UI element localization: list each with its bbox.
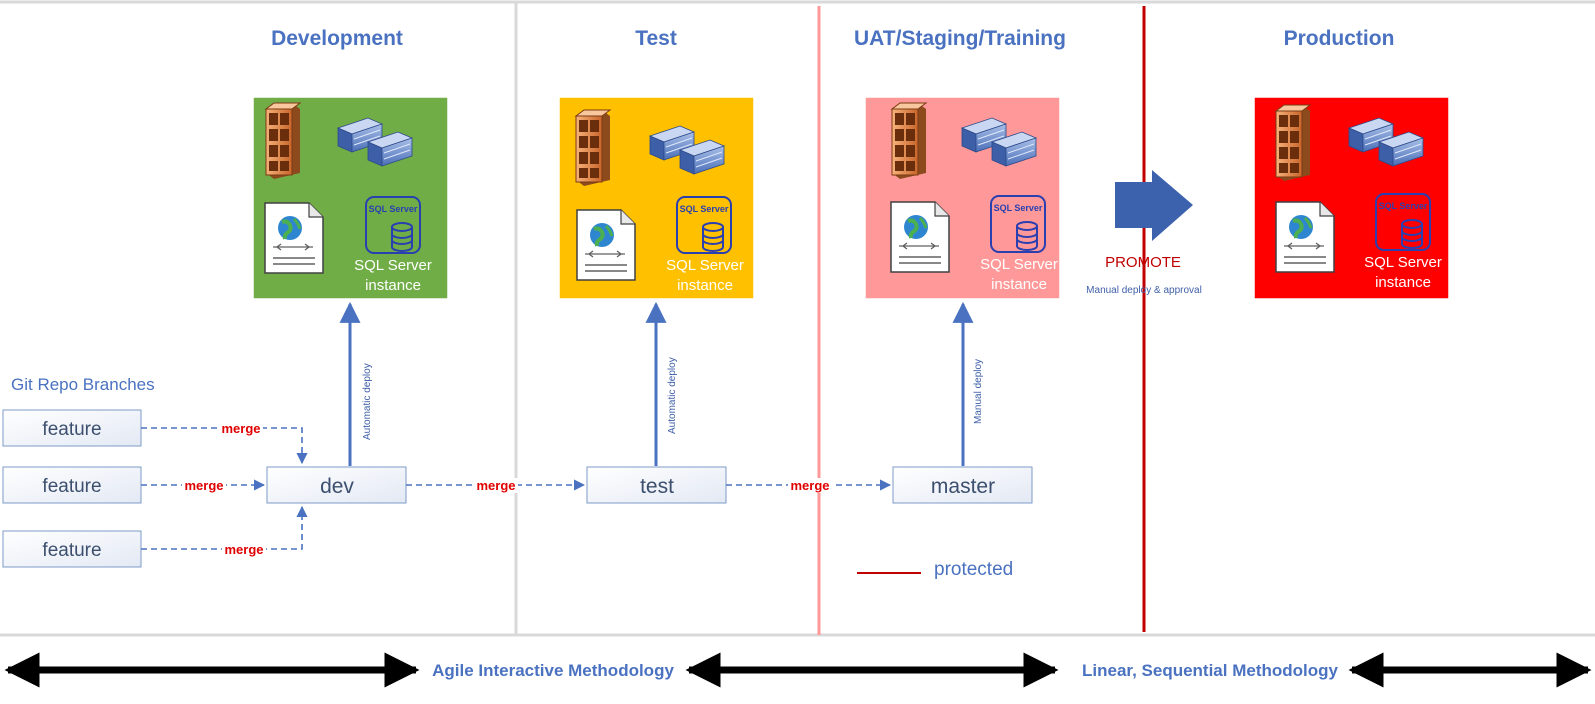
merge-connector-feature1-dev (141, 427, 308, 465)
svg-text:merge: merge (476, 478, 515, 493)
svg-text:merge: merge (184, 478, 223, 493)
branch-feature-1[interactable]: feature (2, 409, 142, 447)
sql-logo-text: SQL Server (369, 204, 418, 214)
sql-label-line2: instance (991, 276, 1047, 293)
branch-label: feature (42, 419, 101, 440)
sql-label-line2: instance (677, 277, 733, 294)
merge-label-2: merge (182, 478, 226, 493)
sql-label-line1: SQL Server (980, 256, 1058, 273)
branch-label: feature (42, 476, 101, 497)
branch-label: test (640, 475, 674, 498)
server-rack-icon (265, 102, 301, 180)
web-page-icon (263, 201, 325, 275)
git-repo-title: Git Repo Branches (11, 375, 155, 394)
sql-label-line2: instance (1375, 274, 1431, 291)
merge-label-4: merge (474, 478, 518, 493)
branch-dev[interactable]: dev (266, 466, 407, 504)
svg-text:merge: merge (790, 478, 829, 493)
svg-text:merge: merge (221, 421, 260, 436)
deploy-label-master: Manual deploy (973, 359, 984, 424)
agile-methodology-label: Agile Interactive Methodology (432, 661, 674, 680)
sql-label-line1: SQL Server (354, 257, 432, 274)
env-box-development: SQL Server SQL Server instance (252, 96, 449, 300)
env-title-production: Production (1284, 27, 1395, 50)
web-page-icon (1274, 200, 1336, 274)
env-title-development: Development (271, 27, 403, 50)
deploy-label-test: Automatic deploy (667, 357, 678, 434)
merge-label-1: merge (219, 421, 263, 436)
svg-text:merge: merge (224, 542, 263, 557)
promote-label: PROMOTE (1105, 254, 1181, 271)
sql-logo-text: SQL Server (994, 203, 1043, 213)
web-page-icon (889, 200, 951, 274)
merge-label-5: merge (788, 478, 832, 493)
branch-label: feature (42, 540, 101, 561)
web-page-icon (575, 208, 637, 282)
server-rack-icon (1275, 104, 1311, 182)
env-box-test: SQL Server SQL Server instance (558, 96, 755, 300)
sql-logo-text: SQL Server (1379, 201, 1428, 211)
branch-feature-2[interactable]: feature (2, 466, 142, 504)
branch-master[interactable]: master (892, 466, 1033, 504)
env-title-test: Test (635, 27, 677, 50)
branch-test[interactable]: test (586, 466, 727, 504)
promote-sub-label: Manual deploy & approval (1086, 285, 1202, 296)
env-box-production: SQL Server SQL Server instance (1253, 96, 1450, 300)
server-rack-icon (891, 102, 927, 180)
sql-logo-text: SQL Server (680, 204, 729, 214)
linear-methodology-label: Linear, Sequential Methodology (1082, 661, 1339, 680)
legend-protected-label: protected (934, 559, 1013, 580)
promote-arrow-icon (1115, 170, 1193, 241)
deploy-label-dev: Automatic deploy (362, 363, 373, 440)
sql-label-line1: SQL Server (1364, 254, 1442, 271)
server-rack-icon (575, 109, 611, 187)
merge-label-3: merge (222, 542, 266, 557)
merge-connector-feature3-dev (141, 505, 308, 550)
branch-feature-3[interactable]: feature (2, 530, 142, 568)
env-title-uat: UAT/Staging/Training (854, 27, 1066, 50)
sql-label-line1: SQL Server (666, 257, 744, 274)
branch-label: master (931, 475, 995, 498)
branch-label: dev (320, 475, 354, 498)
env-box-uat: SQL Server SQL Server instance (864, 96, 1061, 300)
sql-label-line2: instance (365, 277, 421, 294)
